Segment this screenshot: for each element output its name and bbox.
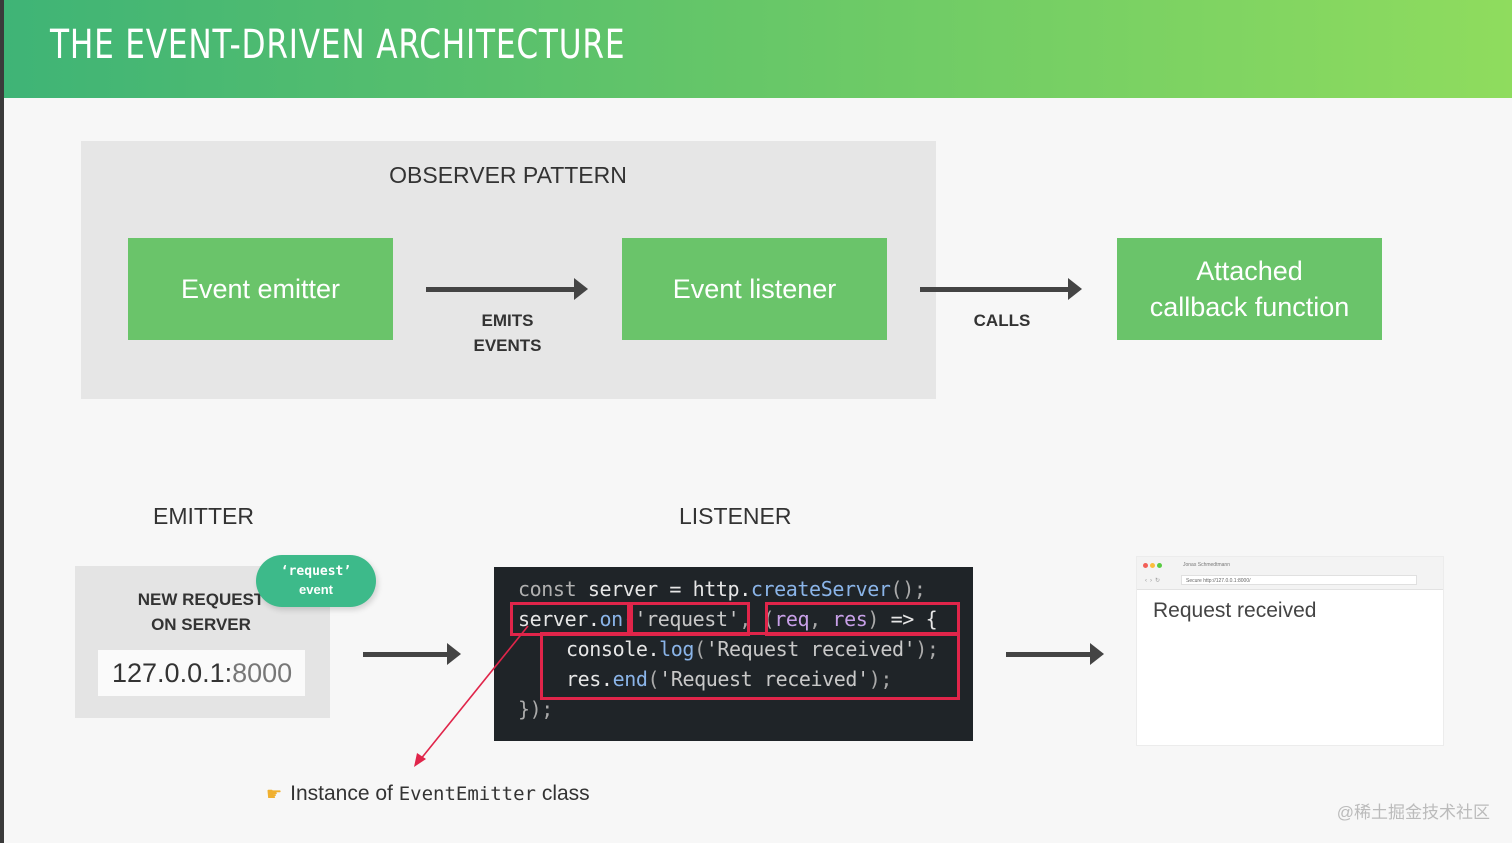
emitter-to-listener-arrow: [363, 643, 461, 665]
left-edge: [0, 0, 4, 843]
browser-window: Jonas Schmedtmann ‹›↻ Secure http://127.…: [1137, 557, 1443, 745]
instance-note-prefix: Instance of: [290, 782, 399, 805]
nav-arrows-icon: ‹›↻: [1145, 578, 1164, 584]
emits-label-line2: EVENTS: [473, 336, 542, 355]
event-emitter-box: Event emitter: [128, 238, 393, 340]
callback-function-box: Attached callback function: [1117, 238, 1382, 340]
emits-arrow: [426, 278, 588, 300]
emits-events-label: EMITS EVENTS: [450, 308, 565, 358]
request-event-badge: ‘request’ event: [256, 555, 376, 607]
maximize-dot-icon: [1157, 563, 1162, 568]
url-port: 8000: [232, 658, 293, 688]
browser-response-text: Request received: [1153, 599, 1317, 622]
page-title: THE EVENT-DRIVEN ARCHITECTURE: [50, 22, 626, 68]
highlight-request-event: [630, 602, 750, 636]
code-line-1: const server = http.createServer();: [518, 577, 926, 601]
watermark: @稀土掘金技术社区: [1336, 803, 1490, 822]
browser-tab-title: Jonas Schmedtmann: [1183, 562, 1230, 568]
server-url-field: 127.0.0.1:8000: [98, 650, 305, 696]
listener-to-browser-arrow: [1006, 643, 1104, 665]
browser-toolbar: Jonas Schmedtmann ‹›↻ Secure http://127.…: [1137, 557, 1443, 590]
pointing-hand-icon: ☛: [266, 784, 283, 804]
event-emitter-label: Event emitter: [180, 274, 341, 304]
callback-function-label: Attached callback function: [1150, 253, 1350, 325]
code-line-5: });: [518, 697, 553, 721]
new-request-line2: ON SERVER: [151, 615, 251, 634]
request-event-badge-label: event: [299, 582, 333, 597]
header-banner: THE EVENT-DRIVEN ARCHITECTURE: [4, 0, 1512, 98]
highlight-server-on: [510, 602, 630, 636]
highlight-callback-params: [765, 602, 960, 636]
callback-label-line1: Attached: [1196, 256, 1303, 286]
code-line-3: console.log('Request received');: [566, 637, 939, 661]
url-host: 127.0.0.1:: [112, 658, 233, 688]
instance-note: ☛ Instance of EventEmitter class: [266, 782, 590, 806]
instance-note-classname: EventEmitter: [398, 783, 536, 805]
event-listener-box: Event listener: [622, 238, 887, 340]
close-dot-icon: [1143, 563, 1148, 568]
new-request-label: NEW REQUEST ON SERVER: [75, 587, 327, 637]
callback-label-line2: callback function: [1149, 292, 1350, 322]
calls-label: CALLS: [973, 311, 1031, 330]
highlight-callback-body: [540, 632, 960, 700]
observer-pattern-title: OBSERVER PATTERN: [389, 162, 627, 188]
code-line-2: server.on('request', (req, res) => {: [518, 607, 938, 631]
listener-section-label: LISTENER: [679, 503, 792, 529]
browser-address-bar: Secure http://127.0.0.1:8000/: [1181, 575, 1417, 585]
listener-code-block: const server = http.createServer(); serv…: [494, 567, 973, 741]
new-request-line1: NEW REQUEST: [137, 590, 265, 609]
instance-note-suffix: class: [536, 782, 590, 805]
calls-arrow: [920, 278, 1082, 300]
request-event-badge-name: ‘request’: [280, 564, 352, 579]
code-line-4: res.end('Request received');: [566, 667, 893, 691]
emits-label-line1: EMITS: [481, 311, 534, 330]
emitter-section-label: EMITTER: [153, 503, 254, 529]
event-listener-label: Event listener: [672, 274, 837, 304]
minimize-dot-icon: [1150, 563, 1155, 568]
